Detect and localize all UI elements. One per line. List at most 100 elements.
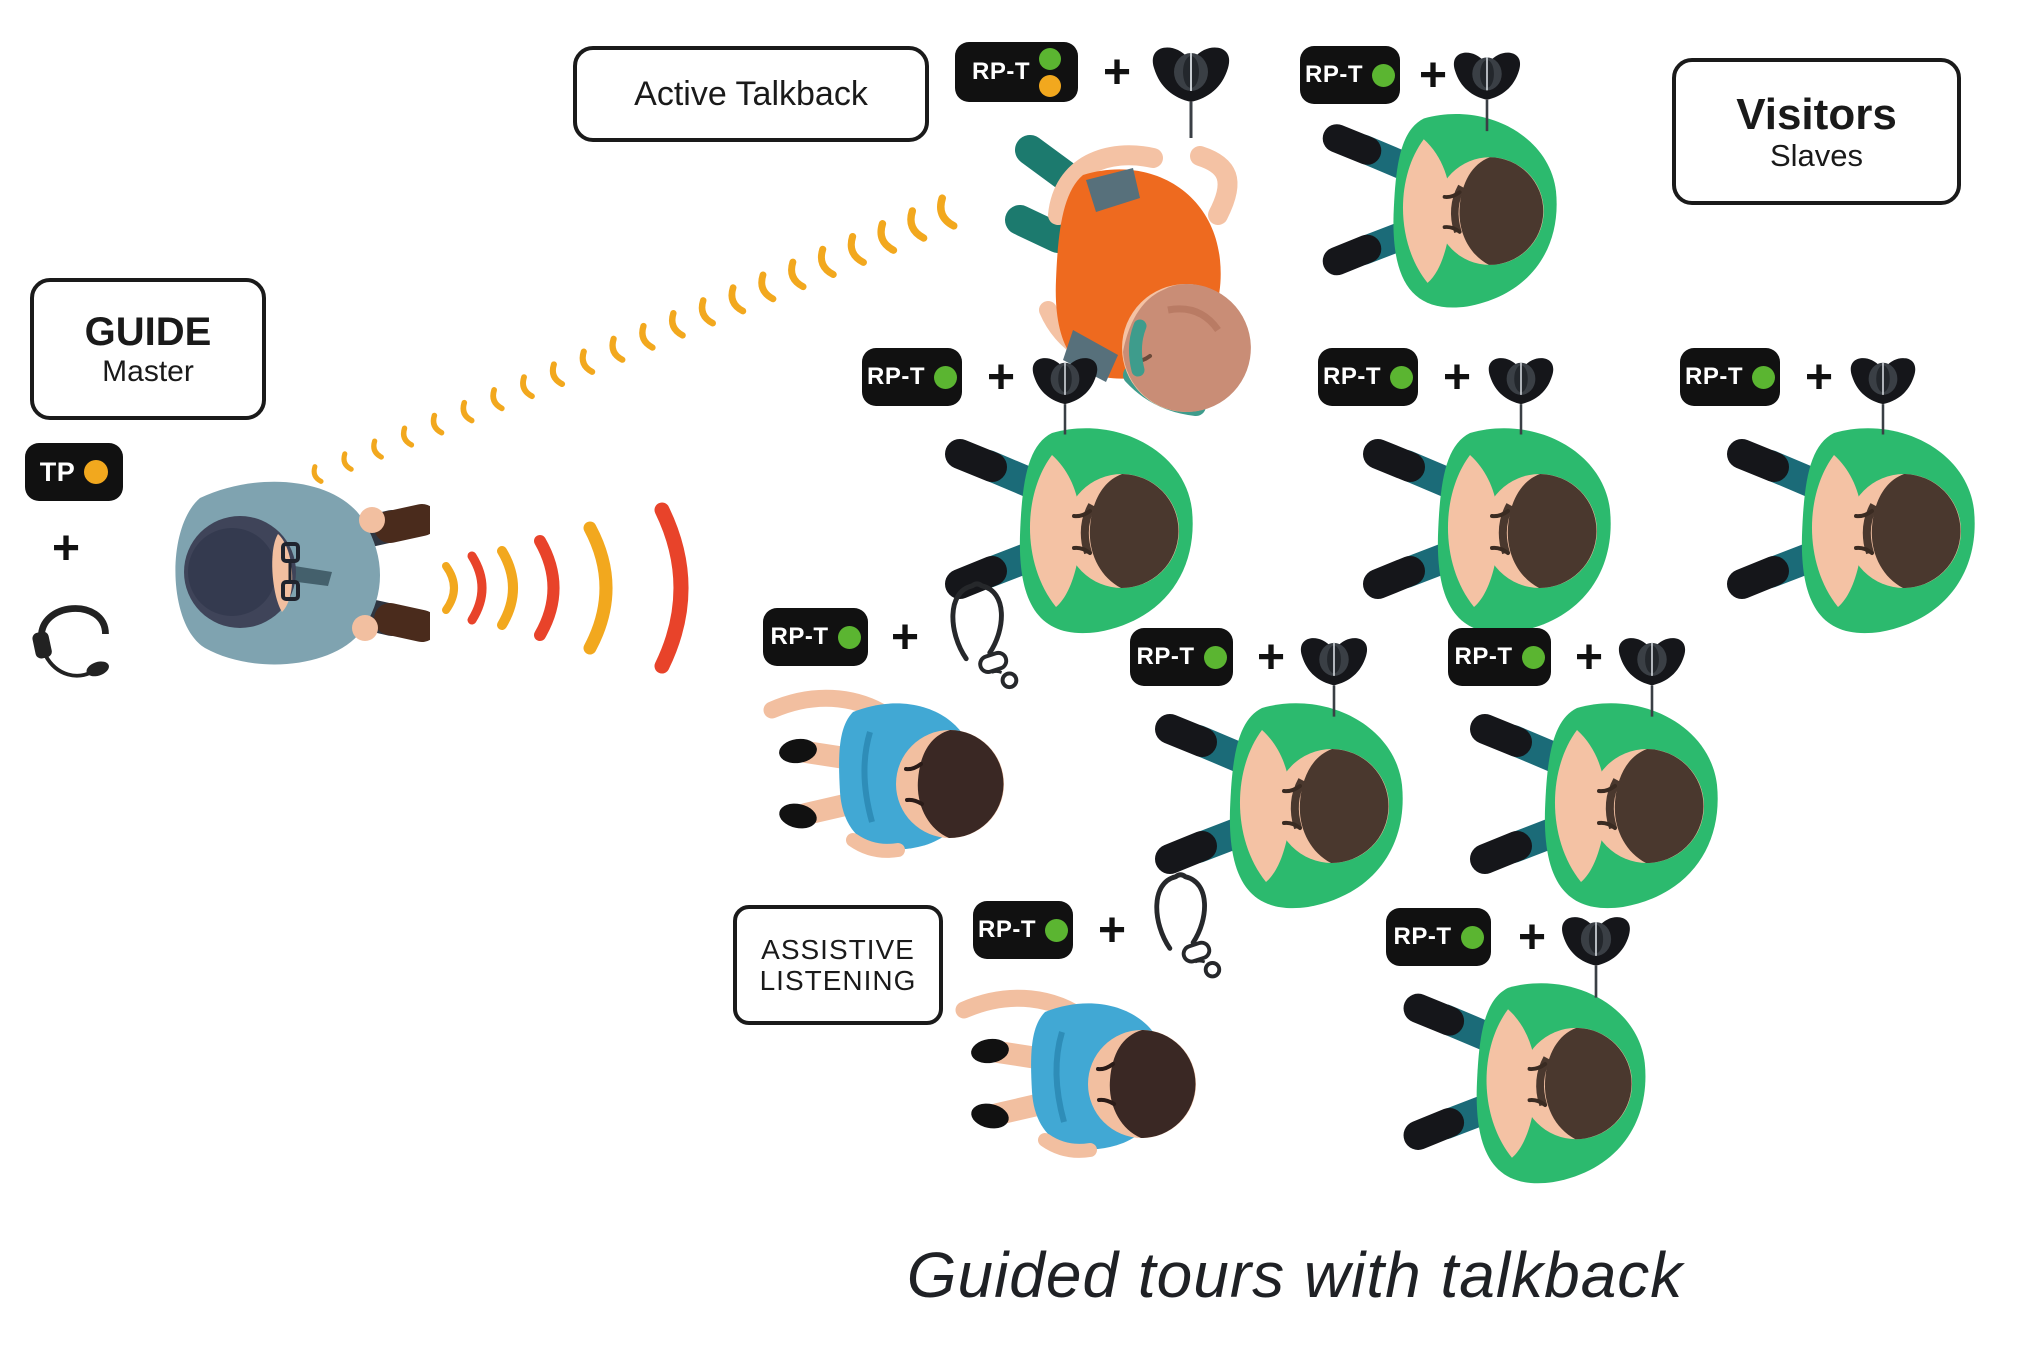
visitor-person [1358,425,1628,640]
visitor-person [1465,700,1735,915]
rpt-receiver-badge: RP-T [1300,46,1400,104]
rpt-status-dot-green [1752,365,1775,389]
plus-sign: + [1574,631,1604,684]
wave-arc [654,502,689,674]
ear-receiver-icon [1845,345,1921,443]
beam-dash [817,245,837,279]
rpt-status-dot-green [934,365,957,389]
assistive-line1: ASSISTIVE [761,933,915,965]
guide-person [140,468,430,678]
plus-sign: + [1442,351,1472,404]
beam-dash [758,271,777,303]
ear-receiver-icon [1295,625,1373,725]
ear-receiver-icon [1145,40,1237,140]
beam-dash [579,348,596,375]
rpt-status-dot-yellow [1039,74,1061,97]
rpt-status-dot-green [1521,645,1545,669]
ear-receiver-icon [1483,345,1559,443]
wave-arc [442,562,458,614]
rpt-badge-label: RP-T [1136,643,1195,670]
visitors-subtitle: Slaves [1769,137,1864,173]
rpt-badge-label: RP-T [770,623,829,650]
rpt-badge-label: RP-T [1305,61,1363,88]
rpt-receiver-badge: RP-T [1680,348,1780,406]
rpt-status-dot-green [837,625,861,649]
guide-label-box: GUIDE Master [30,278,266,420]
rpt-badge-label: RP-T [1454,643,1513,670]
wave-arc [534,535,560,641]
beam-dash [609,335,626,363]
beam-dash [788,258,807,291]
rpt-receiver-badge: RP-T [1130,628,1233,686]
plus-sign: + [1097,904,1127,957]
ear-receiver-icon [1556,905,1636,1005]
beam-dash [520,374,535,400]
plus-sign: + [986,351,1016,404]
rpt-receiver-badge: RP-T [1318,348,1418,406]
beam-dash [728,284,747,315]
visitors-title: Visitors [1736,89,1897,139]
beam-dash [669,310,686,339]
guide-sound-waves [442,502,689,674]
rpt-status-dots [1039,47,1061,97]
beam-dash [490,387,505,412]
beam-dash [400,425,415,448]
rpt-badge-label: RP-T [978,916,1036,943]
wave-arc [583,521,613,655]
assistive-visitor-person [758,672,1013,867]
wave-arc [497,546,518,630]
beam-dash [907,207,928,242]
visitor-person [1318,110,1573,315]
ear-receiver-icon [1027,345,1103,443]
active-talkback-label-box: Active Talkback [573,46,929,142]
guide-subtitle: Master [102,354,194,388]
rpt-receiver-badge: RP-T [1448,628,1551,686]
active-talkback-label: Active Talkback [634,74,868,113]
induction-neckloop-icon [1135,870,1227,988]
beam-dash [460,399,475,424]
tp-transmitter-badge: TP [25,443,123,501]
rpt-badge-label: RP-T [972,58,1030,85]
beam-dash [847,232,867,266]
tp-badge-label: TP [39,456,76,487]
rpt-receiver-badge: RP-T [1386,908,1491,966]
plus-sign: + [1517,911,1547,964]
guide-title: GUIDE [84,309,212,354]
beam-dash [371,438,384,460]
assistive-visitor-person [950,972,1205,1167]
visitor-person [1398,980,1663,1190]
assistive-listening-label-box: ASSISTIVE LISTENING [733,905,943,1025]
rpt-badge-label: RP-T [1393,923,1452,950]
rpt-badge-label: RP-T [1323,363,1381,390]
beam-dash [430,412,445,436]
ear-receiver-icon [1448,42,1526,137]
ear-receiver-icon [1613,625,1691,725]
rpt-status-dot-green [1045,918,1068,942]
rpt-status-dot-green [1460,925,1484,949]
visitors-label-box: Visitors Slaves [1672,58,1961,205]
rpt-status-dot-green [1390,365,1413,389]
plus-sign: + [1804,351,1834,404]
visitor-person [1722,425,1992,640]
wave-arc [467,551,487,625]
headset-mic-icon [28,582,120,687]
rpt-badge-label: RP-T [867,363,925,390]
talkback-beam [311,194,958,484]
diagram-caption: Guided tours with talkback [906,1239,1684,1311]
plus-sign: + [1256,631,1286,684]
tp-status-dot-yellow [84,460,109,484]
induction-neckloop-icon [930,580,1025,698]
beam-dash [549,361,566,388]
plus-sign: + [890,611,920,664]
rpt-badge-label: RP-T [1685,363,1743,390]
plus-sign: + [51,522,81,575]
rpt-receiver-badge: RP-T [862,348,962,406]
beam-dash [698,297,716,327]
beam-dash [937,194,958,230]
plus-sign: + [1418,49,1448,102]
plus-sign: + [1102,46,1132,99]
beam-dash [877,220,898,254]
rpt-receiver-badge: RP-T [973,901,1073,959]
rpt-receiver-badge: RP-T [763,608,868,666]
rpt-talkback-badge: RP-T [955,42,1078,102]
